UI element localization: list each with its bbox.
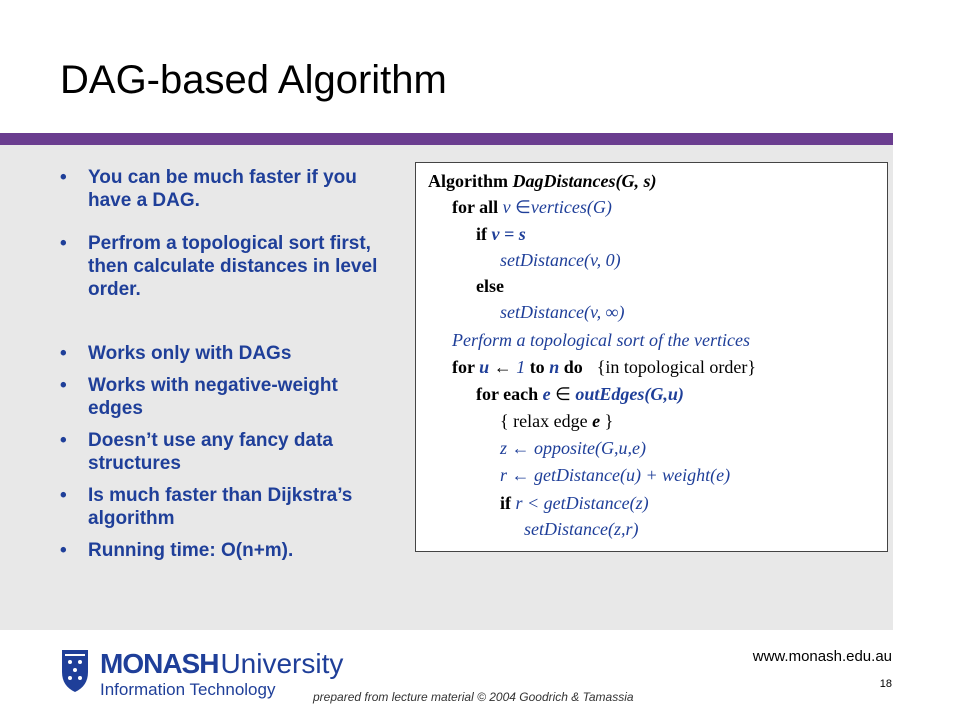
algorithm-line: if v = s — [476, 224, 526, 244]
slide-title: DAG-based Algorithm — [60, 58, 447, 102]
bullet-text: Is much faster than Dijkstra’s algorithm — [88, 485, 353, 529]
algorithm-line: setDistance(z,r) — [524, 519, 639, 539]
algorithm-line: setDistance(v, ∞) — [500, 302, 625, 322]
monash-logo: MONASHUniversity Information Technology — [62, 648, 368, 704]
bullet-dot: • — [60, 343, 67, 364]
bullet-text: Works with negative-weight edges — [88, 375, 338, 419]
bullet-text: Works only with DAGs — [88, 343, 292, 364]
algorithm-line: setDistance(v, 0) — [500, 250, 621, 270]
bullet-item: • Works with negative-weight edges — [60, 374, 380, 420]
algorithm-line: z ← opposite(G,u,e) — [500, 438, 646, 458]
algorithm-line: for u ← 1 to n do{in topological order} — [452, 357, 756, 377]
bullet-item: • Doesn’t use any fancy data structures — [60, 429, 380, 475]
bullet-dot: • — [60, 233, 67, 254]
bullet-item: • Perfrom a topological sort first, then… — [60, 232, 380, 301]
bullet-dot: • — [60, 540, 67, 561]
logo-wordmark: MONASHUniversity — [100, 648, 344, 679]
bullet-item: • Works only with DAGs — [60, 342, 380, 365]
bullet-text: Doesn’t use any fancy data structures — [88, 430, 333, 474]
algorithm-header: Algorithm DagDistances(G, s) — [428, 171, 657, 191]
credit-line: prepared from lecture material © 2004 Go… — [313, 690, 634, 704]
bullet-text: Perfrom a topological sort first, then c… — [88, 233, 378, 300]
bullet-dot: • — [60, 375, 67, 396]
bullet-text: Running time: O(n+m). — [88, 540, 294, 561]
bullet-list: • You can be much faster if you have a D… — [60, 166, 380, 562]
logo-subtitle: Information Technology — [100, 680, 276, 699]
bullet-item: • Is much faster than Dijkstra’s algorit… — [60, 484, 380, 530]
title-underline-band — [0, 133, 893, 145]
bullet-dot: • — [60, 430, 67, 451]
page-number: 18 — [879, 678, 892, 690]
monash-crest-icon — [62, 650, 88, 692]
algorithm-box: Algorithm DagDistances(G, s) for all v ∈… — [415, 162, 888, 552]
bullet-item: • Running time: O(n+m). — [60, 539, 380, 562]
bullet-text: You can be much faster if you have a DAG… — [88, 167, 357, 211]
website-url: www.monash.edu.au — [752, 648, 892, 665]
algorithm-line: else — [476, 276, 504, 296]
algorithm-line: Perform a topological sort of the vertic… — [452, 330, 750, 350]
algorithm-line: r ← getDistance(u) + weight(e) — [500, 465, 731, 485]
bullet-dot: • — [60, 485, 67, 506]
algorithm-line: if r < getDistance(z) — [500, 493, 649, 513]
bullet-dot: • — [60, 167, 67, 188]
algorithm-line: for all v ∈vertices(G) — [452, 197, 612, 217]
algorithm-line: { relax edge e } — [500, 411, 614, 431]
bullet-item: • You can be much faster if you have a D… — [60, 166, 380, 212]
algorithm-line: for each e ∈ outEdges(G,u) — [476, 384, 684, 404]
